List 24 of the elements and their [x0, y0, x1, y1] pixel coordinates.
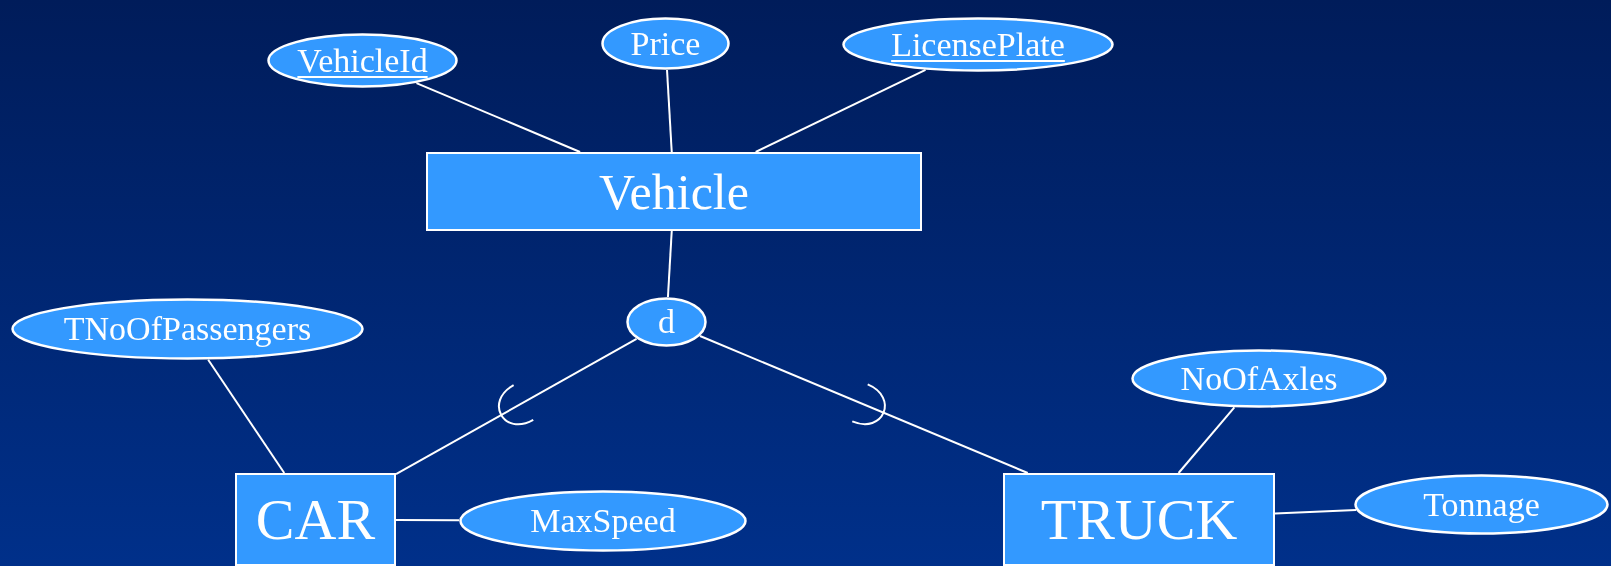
entity-box — [426, 152, 922, 231]
entity-box — [1003, 473, 1275, 566]
connector-line — [699, 335, 1029, 474]
attribute-name: TNoOfPassengers — [63, 312, 312, 346]
connector-line — [666, 230, 673, 298]
entity-box — [235, 473, 396, 566]
entity-name: Vehicle — [599, 166, 749, 217]
disjoint-label: d — [658, 305, 675, 339]
key-attribute-name: LicensePlate — [891, 27, 1065, 62]
attribute-name: Price — [630, 26, 701, 61]
attribute-name: NoOfAxles — [1180, 361, 1338, 396]
connector-line — [1177, 406, 1236, 474]
connector-line — [666, 69, 673, 153]
connector-line — [415, 82, 582, 153]
connector-line — [395, 337, 638, 476]
connector-line — [395, 518, 461, 522]
key-attribute-name: VehicleId — [297, 43, 428, 78]
connector-line — [1274, 509, 1358, 515]
connector-line — [207, 358, 286, 474]
attribute-name: Tonnage — [1423, 487, 1540, 522]
connector-line — [754, 68, 927, 153]
entity-name: CAR — [255, 490, 376, 549]
entity-name: TRUCK — [1040, 490, 1238, 549]
attribute-name: MaxSpeed — [530, 504, 676, 538]
